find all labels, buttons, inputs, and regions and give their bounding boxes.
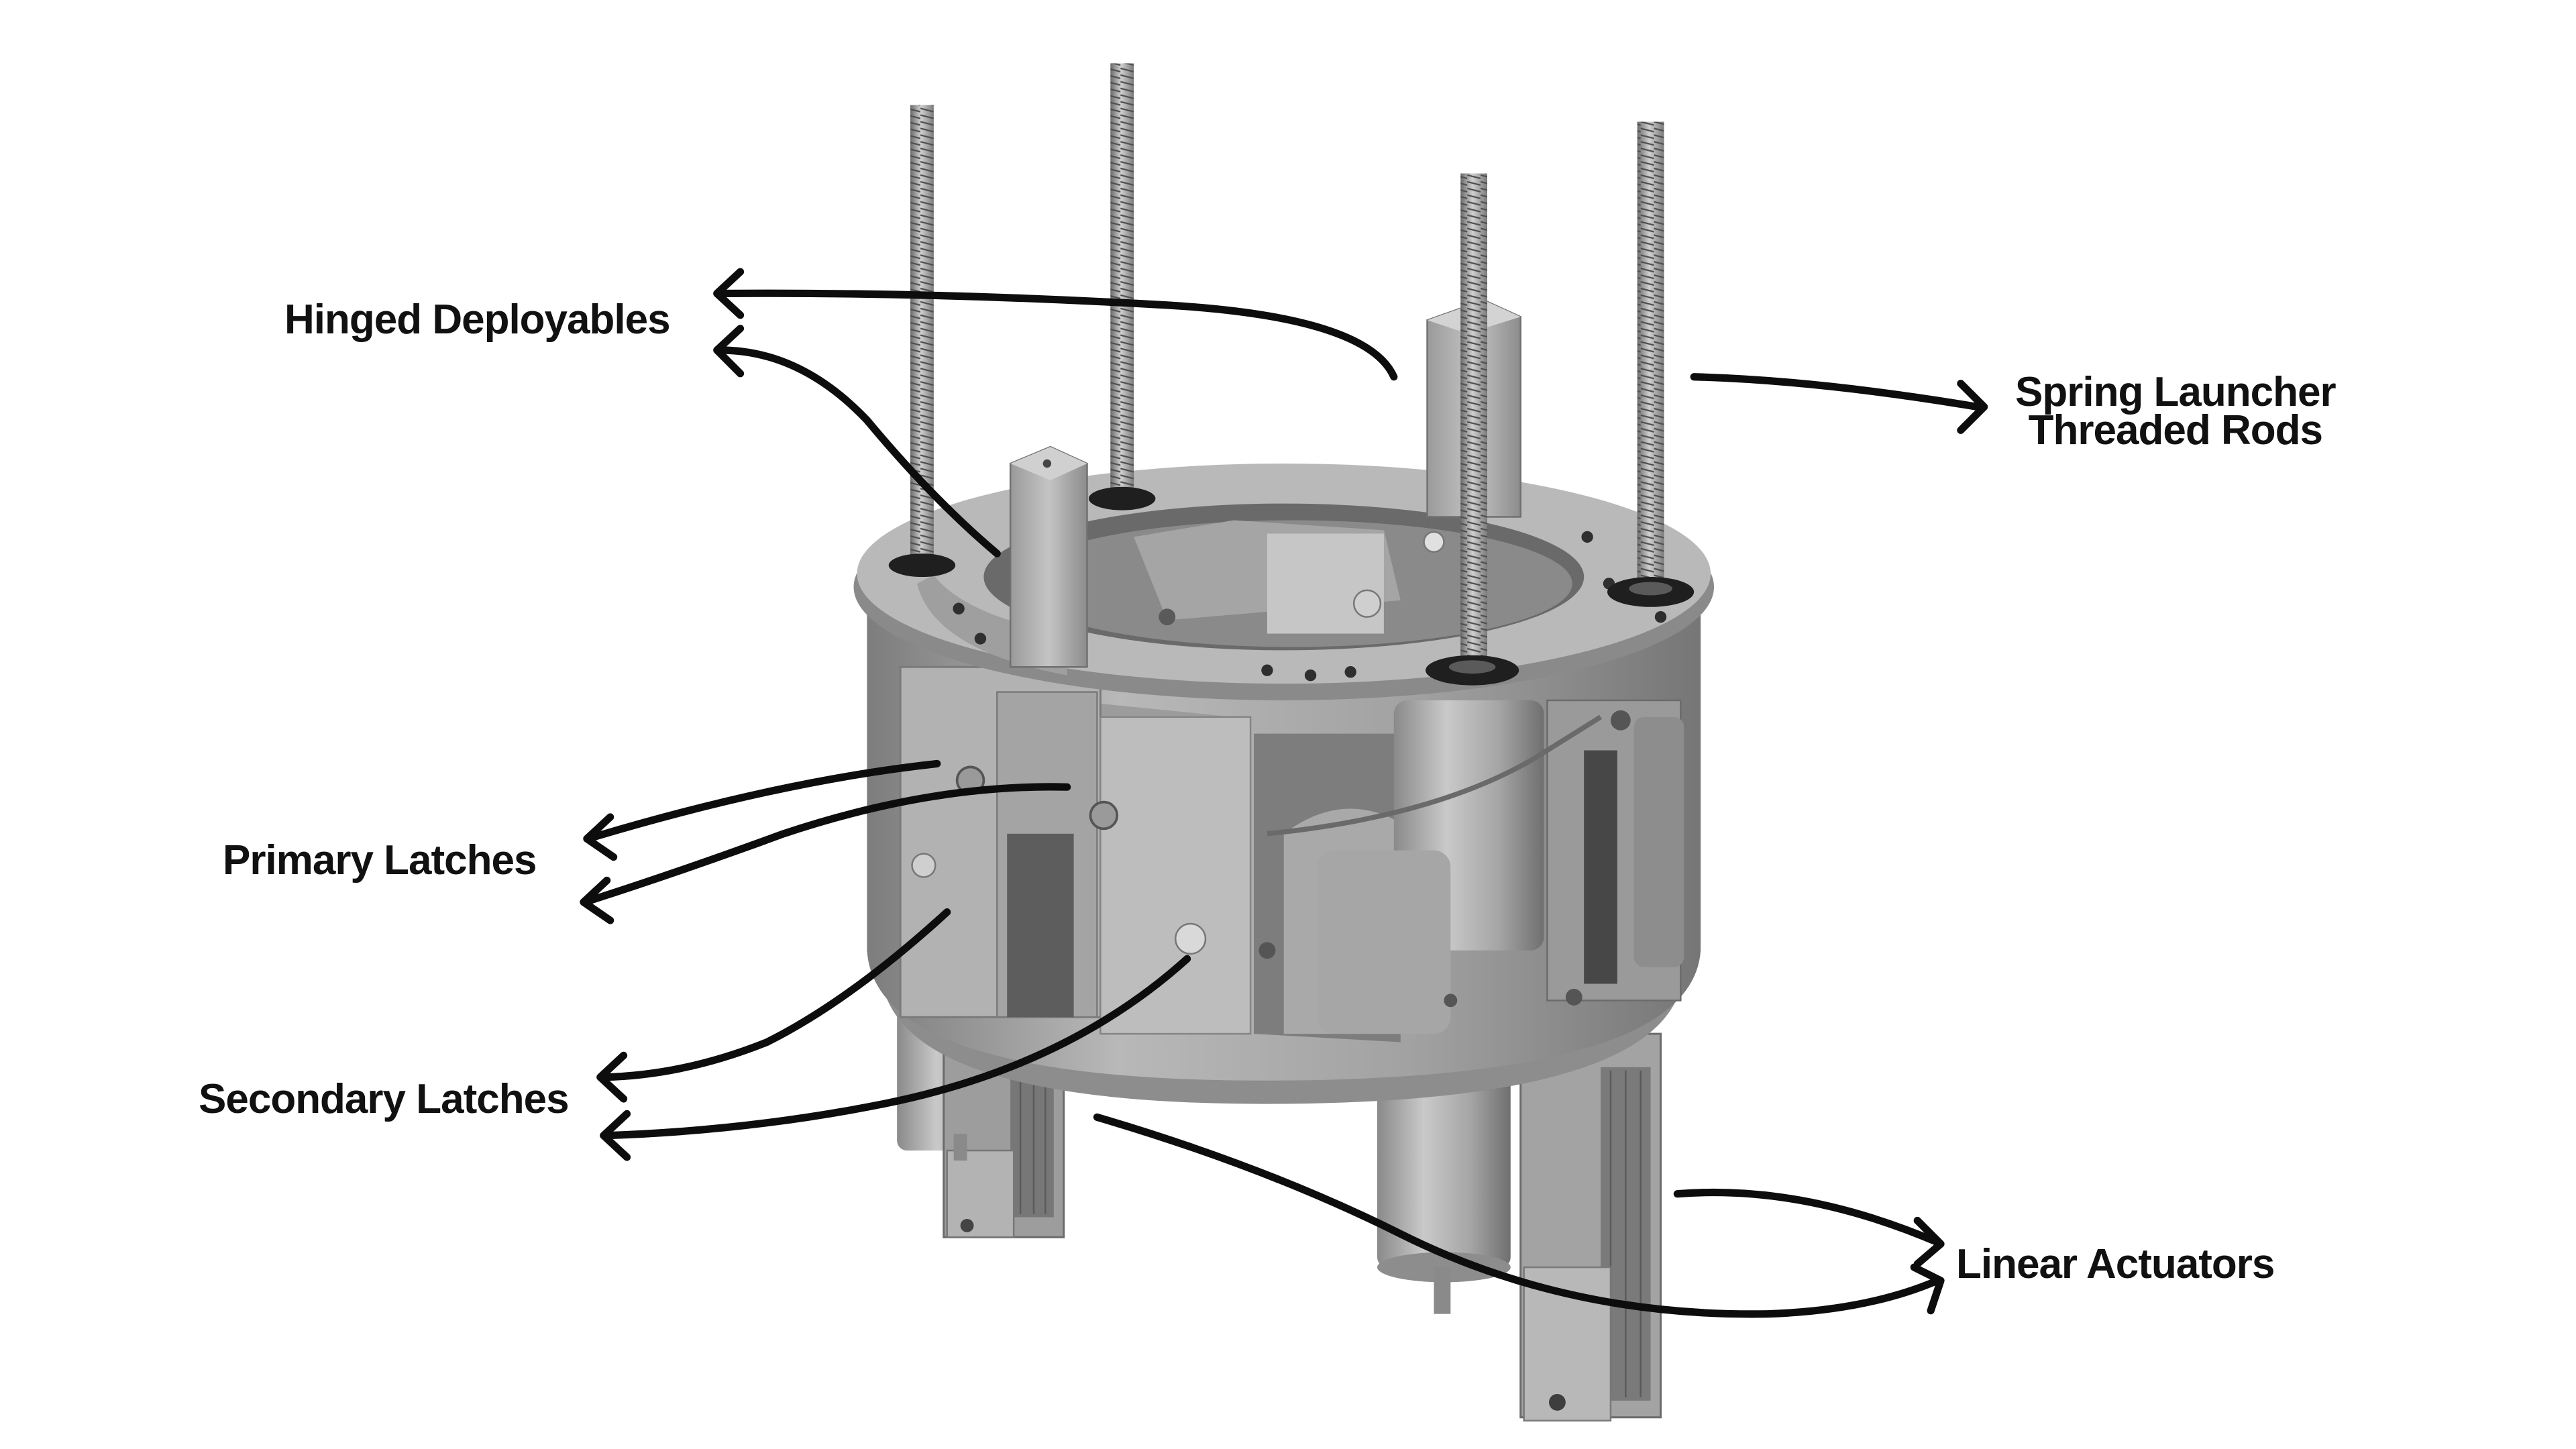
- hinged-deployable-left: [1009, 445, 1088, 668]
- arrow-primary-latch-2: [580, 783, 1071, 924]
- arrow-primary-latch-1: [583, 759, 941, 861]
- threaded-rod-2: [1088, 63, 1156, 511]
- arrow-secondary-latch-2: [600, 955, 1191, 1161]
- actuator-leg-left: [897, 1000, 1065, 1238]
- threaded-rod-3: [1426, 173, 1519, 686]
- threaded-rod-4: [1607, 121, 1695, 607]
- main-ring-body: [867, 600, 1701, 1104]
- arrow-hinged-deployables-upper: [713, 268, 1398, 381]
- label-primary-latches: Primary Latches: [223, 837, 537, 883]
- label-spring-launcher-line2: Threaded Rods: [2028, 407, 2323, 454]
- label-linear-actuators: Linear Actuators: [1956, 1241, 2275, 1287]
- arrow-hinged-deployables-lower: [713, 325, 1001, 557]
- label-hinged-deployables: Hinged Deployables: [284, 297, 671, 343]
- label-spring-launcher-line1: Spring Launcher: [2015, 369, 2337, 415]
- arrow-linear-actuator-2: [1093, 1113, 1945, 1318]
- arrow-spring-launcher: [1690, 373, 1988, 434]
- top-plate: [853, 464, 1715, 700]
- arrow-secondary-latch-1: [596, 908, 951, 1103]
- arrow-linear-actuator-1: [1673, 1188, 1945, 1268]
- label-spring-launcher-threaded-rods: Spring Launcher Threaded Rods: [2015, 369, 2337, 454]
- callout-arrows: [580, 268, 1988, 1318]
- label-secondary-latches: Secondary Latches: [199, 1076, 570, 1122]
